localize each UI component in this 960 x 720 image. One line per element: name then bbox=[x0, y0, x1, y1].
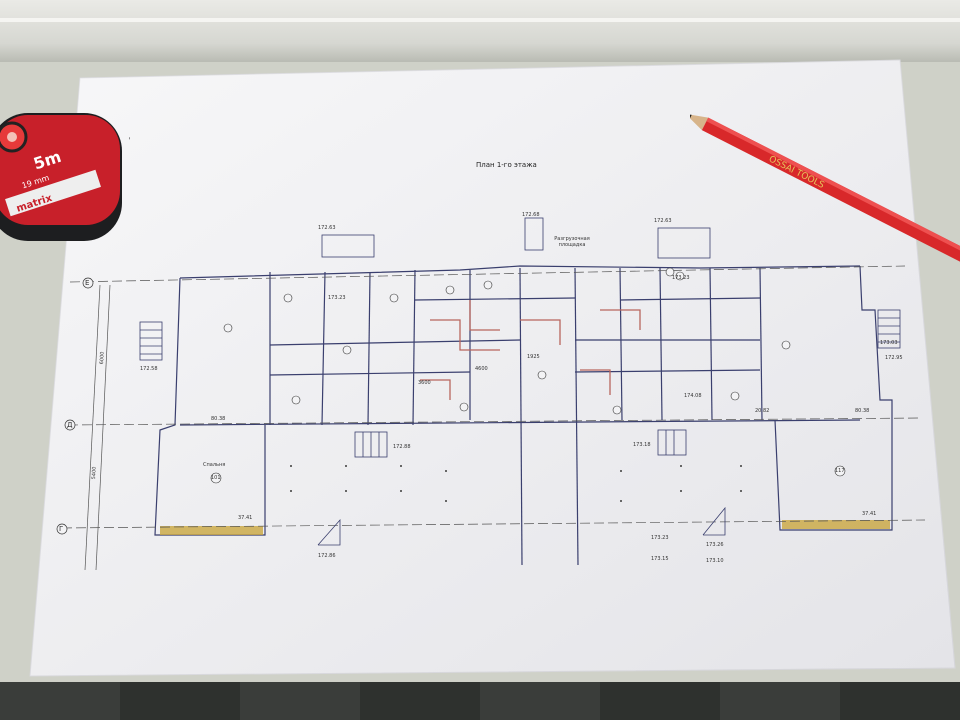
level-mark: 174.08 bbox=[684, 393, 702, 399]
level-mark: 173.03 bbox=[880, 340, 898, 346]
unloading-area-label: Разгрузочная площадка bbox=[554, 236, 590, 248]
floor-boards bbox=[0, 682, 960, 720]
level-mark: 173.18 bbox=[633, 442, 651, 448]
axis-d-label: Д bbox=[67, 421, 73, 429]
pencil-brand-text: OSSAI TOOLS bbox=[767, 154, 826, 191]
level-mark: 172.88 bbox=[393, 444, 411, 450]
window-frame-edge bbox=[0, 18, 960, 22]
axis-e-label: Е bbox=[85, 279, 90, 287]
dimension-label: 80.38 bbox=[855, 408, 870, 414]
tape-measure: 5m 19 mm matrix bbox=[0, 113, 130, 241]
dimension-label: 4600 bbox=[475, 366, 488, 372]
level-mark: 173.23 bbox=[651, 535, 669, 541]
dimension-label: 37.41 bbox=[862, 511, 877, 517]
dimension-label: 1925 bbox=[527, 354, 540, 360]
level-mark: 172.63 bbox=[318, 225, 336, 231]
level-mark: 172.68 bbox=[522, 212, 540, 218]
level-mark: 173.15 bbox=[651, 556, 669, 562]
level-mark: 173.10 bbox=[706, 558, 724, 564]
dimension-label: 3600 bbox=[418, 380, 431, 386]
axis-g-label: Г bbox=[59, 525, 64, 533]
level-mark: 173.23 bbox=[328, 295, 346, 301]
dimension-label: 37.41 bbox=[238, 515, 253, 521]
room-label: Спальня bbox=[203, 462, 226, 468]
room-number: 101 bbox=[211, 475, 221, 481]
dimension-label: 6000 bbox=[99, 351, 106, 365]
dimension-label: 5400 bbox=[91, 466, 98, 480]
red-pencil: OSSAI TOOLS bbox=[690, 113, 960, 265]
plan-title: План 1-го этажа bbox=[476, 161, 537, 169]
level-mark: 172.95 bbox=[885, 355, 903, 361]
window-sill bbox=[0, 0, 960, 62]
room-number-right: 117 bbox=[835, 468, 845, 474]
level-mark: 173.23 bbox=[672, 275, 690, 281]
level-mark: 173.26 bbox=[706, 542, 724, 548]
level-mark: 172.63 bbox=[654, 218, 672, 224]
dimension-label: 20.82 bbox=[755, 408, 770, 414]
level-mark: 172.86 bbox=[318, 553, 336, 559]
dimension-label: 80.38 bbox=[211, 416, 226, 422]
level-mark: 172.58 bbox=[140, 366, 158, 372]
